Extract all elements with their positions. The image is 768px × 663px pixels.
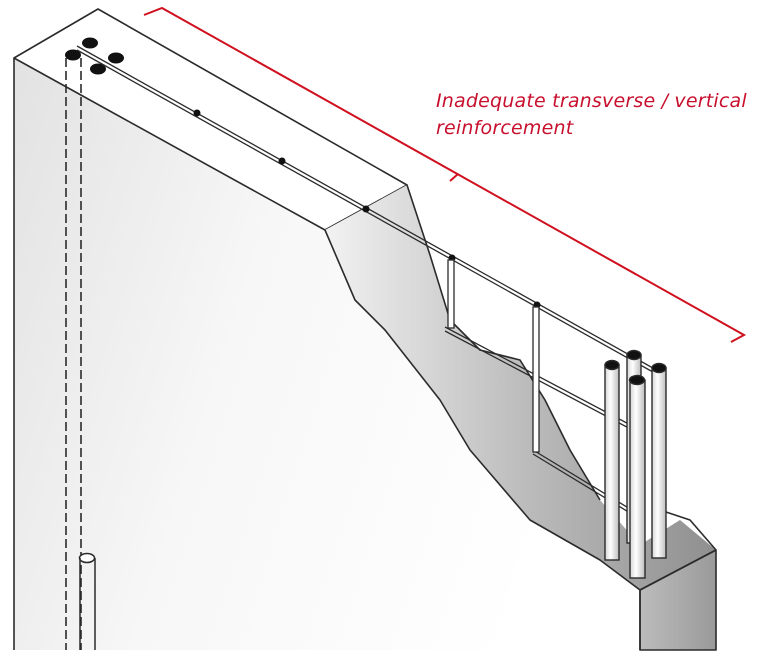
- wall-cut-face: [325, 185, 716, 590]
- bracket-tick: [449, 173, 459, 182]
- wall-outline: [13, 58, 717, 650]
- column-bars: [604, 349, 667, 579]
- hidden-vertical-bar: [65, 58, 82, 650]
- vertical-ties: [447, 259, 540, 453]
- annotation-line-2: reinforcement: [436, 117, 574, 139]
- starter-bar: [78, 552, 96, 650]
- annotation-label: Inadequate transverse / vertical reinfor…: [436, 88, 747, 142]
- annotation-line-1: Inadequate transverse / vertical: [436, 90, 747, 112]
- annotation-bracket: [143, 6, 747, 343]
- wall-front-face: [14, 58, 640, 650]
- top-bar-ends: [65, 37, 124, 75]
